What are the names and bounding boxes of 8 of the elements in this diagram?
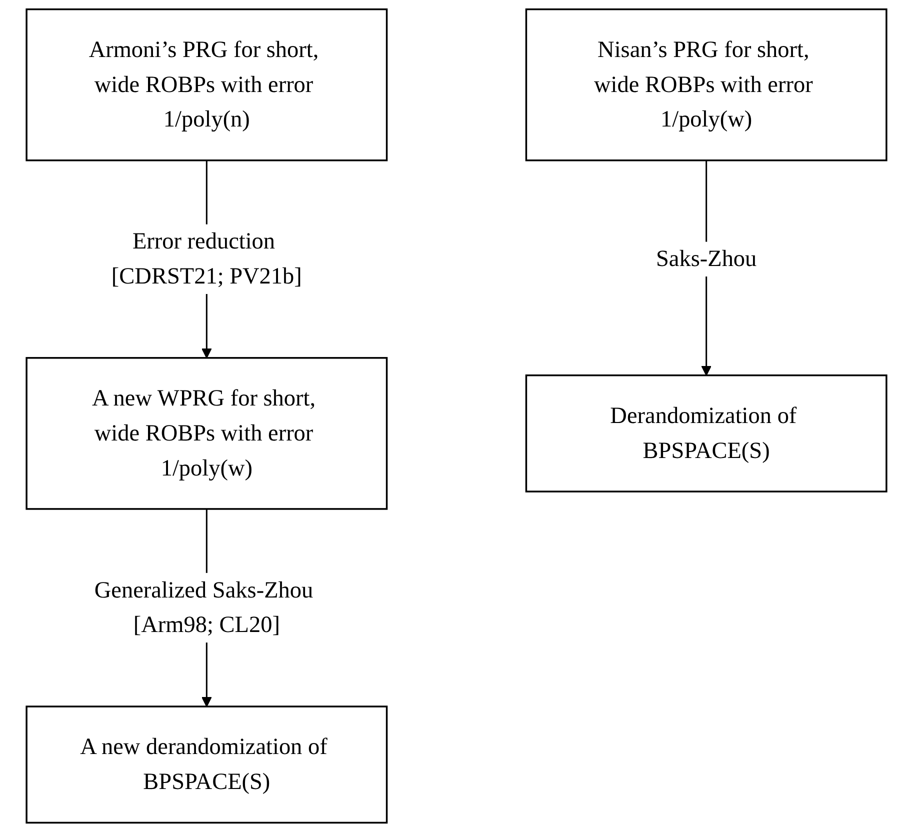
node-box: A new derandomization of BPSPACE(S)	[26, 706, 388, 824]
node-box: Nisan’s PRG for short, wide ROBPs with error 1/poly(w)	[525, 8, 888, 162]
node-box: Armoni’s PRG for short, wide ROBPs with error 1/poly(n)	[26, 8, 388, 162]
edge-label: Error reduction [CDRST21; PV21b]	[111, 228, 302, 290]
node-box: Derandomization of BPSPACE(S)	[525, 374, 888, 492]
edge-label: Generalized Saks-Zhou [Arm98; CL20]	[94, 578, 314, 638]
node-box: A new WPRG for short, wide ROBPs with error 1/poly(w)	[26, 357, 388, 510]
edge-label: Saks-Zhou	[656, 246, 757, 272]
